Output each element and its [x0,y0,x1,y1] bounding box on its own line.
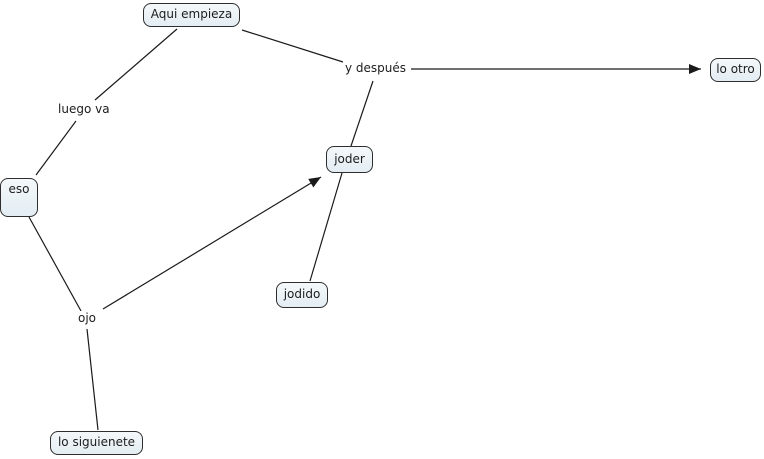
edge-aqui-empieza-luego-va[interactable] [94,28,178,101]
edge-ojo-joder[interactable] [102,176,322,310]
node-lo-otro[interactable]: lo otro [710,58,761,82]
edge-jodido-joder[interactable] [309,172,343,282]
edge-aqui-empieza-y-despues[interactable] [241,29,344,63]
node-aqui-empieza[interactable]: Aqui empieza [143,3,240,27]
edge-eso-ojo[interactable] [28,216,82,312]
linking-phrase-y-despues[interactable]: y después [343,61,409,76]
node-jodido[interactable]: jodido [276,282,328,308]
node-joder[interactable]: joder [326,146,373,173]
edge-y-despues-joder[interactable] [350,80,374,147]
node-eso[interactable]: eso [0,178,38,217]
linking-phrase-luego-va[interactable]: luego va [56,102,112,117]
edge-ojo-lo-siguienete[interactable] [86,328,99,431]
linking-phrase-ojo[interactable]: ojo [76,311,99,326]
node-lo-siguienete[interactable]: lo siguienete [50,431,143,455]
edge-luego-va-eso[interactable] [35,120,77,176]
